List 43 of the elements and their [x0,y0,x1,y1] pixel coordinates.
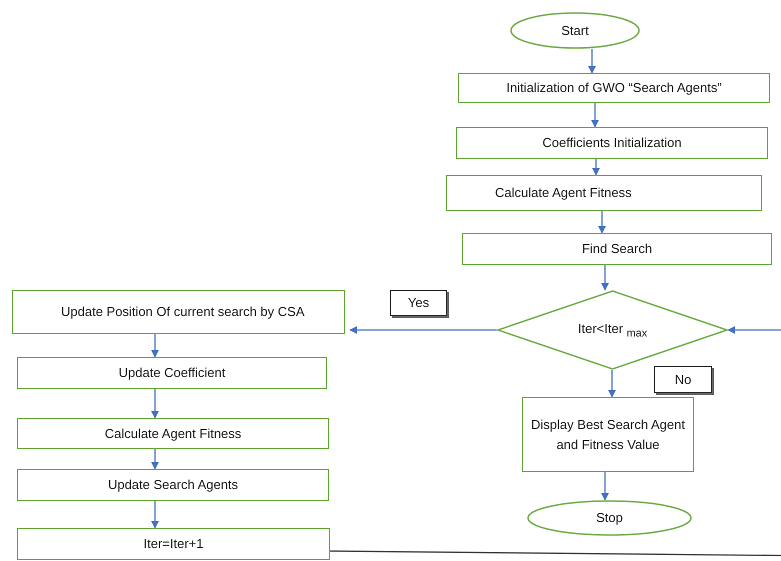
arrow [608,370,616,398]
arrow [151,449,159,470]
step-label: Coefficients Initialization [542,134,682,152]
process-box [446,175,762,211]
process-box [456,127,768,159]
arrow [349,326,497,334]
branch-tag [654,366,712,393]
step-label: Iter<Iter $_{max}$ [578,320,648,342]
process-box [17,418,329,449]
terminal-ellipse [510,12,640,49]
process-box [17,528,330,560]
process-box [17,469,329,501]
arrow [151,389,159,419]
step-label: Calculate Agent Fitness [495,184,632,202]
arrow [588,49,596,74]
step-label: Start [561,22,589,40]
arrow [151,334,159,358]
step-label: Calculate Agent Fitness [104,424,242,443]
process-box [462,233,772,265]
step-label: Update Coefficient [118,364,226,382]
process-box [458,73,770,103]
arrow [601,265,609,291]
process-box [12,290,345,334]
arrow [598,211,606,234]
decision-diamond [497,290,728,370]
arrow [151,501,159,529]
terminal-ellipse [527,500,692,536]
step-label: Update Search Agents [108,476,238,494]
process-box [522,397,694,472]
arrow [601,472,609,501]
process-box [17,357,327,389]
step-label: Display Best Search Agent and Fitness Value [530,416,686,454]
arrow [591,103,599,128]
branch-label: No [674,370,692,389]
branch-label: Yes [408,294,430,312]
branch-tag [390,290,447,316]
step-label: Iter=Iter+1 [144,535,204,554]
step-label: Find Search [582,240,652,258]
arrow [727,326,781,334]
arrow [592,159,600,176]
step-label: Stop [596,509,623,528]
step-label: Update Position Of current search by CSA [61,303,305,322]
step-label: Initialization of GWO “Search Agents” [506,79,722,98]
